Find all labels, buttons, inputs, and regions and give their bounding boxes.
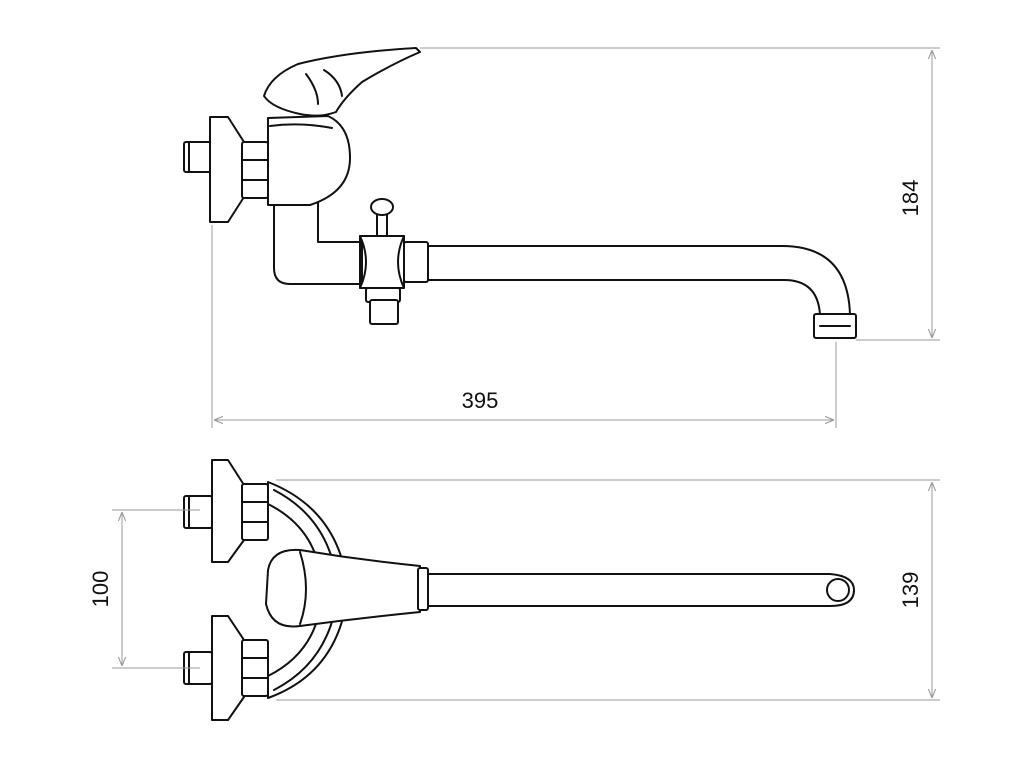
top-lever-head <box>265 548 421 628</box>
top-view <box>183 459 855 721</box>
side-nut <box>241 141 269 199</box>
top-lower-flange <box>211 615 245 721</box>
side-outlet <box>369 299 399 325</box>
side-diverter-stem <box>376 212 388 238</box>
top-upper-nut <box>241 483 269 541</box>
top-view-dimensions: 139 100 <box>88 479 940 701</box>
top-lever-collar <box>417 567 429 611</box>
dim-height-label: 184 <box>898 180 923 217</box>
dim-width-label: 395 <box>462 388 499 413</box>
side-view-dimensions: 184 395 <box>211 47 940 428</box>
side-cartridge-body <box>267 115 351 206</box>
side-diverter-body <box>359 235 405 289</box>
side-lever-handle <box>263 47 421 117</box>
side-wall-flange <box>209 116 245 223</box>
top-lower-nut <box>241 639 269 697</box>
dim-spacing-label: 100 <box>88 571 113 608</box>
dim-depth-label: 139 <box>898 572 923 609</box>
side-view <box>183 47 857 339</box>
side-diverter-knob <box>370 198 394 216</box>
side-spout-pipe <box>427 245 851 316</box>
top-upper-flange <box>211 459 245 563</box>
side-lower-body <box>273 191 363 285</box>
top-spout-pipe <box>427 573 855 607</box>
top-spout-outlet <box>826 578 850 602</box>
side-spout-collar <box>403 241 429 283</box>
